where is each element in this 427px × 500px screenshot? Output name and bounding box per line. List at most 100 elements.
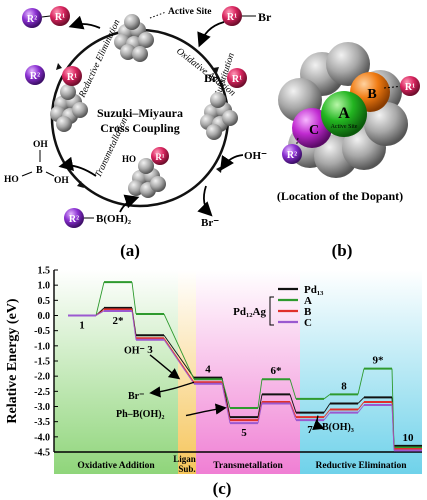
level-connector: [163, 337, 195, 383]
panel-b-caption: (Location of the Dopant): [277, 189, 403, 203]
r1-br-ball: [222, 6, 242, 26]
state-label: 4: [205, 364, 211, 376]
phase-label-3: Reductive Elimination: [315, 461, 407, 471]
r1-br-text: R¹: [227, 12, 237, 23]
y-tick-label: -3.5: [34, 417, 50, 428]
phase-band-3: [300, 270, 422, 474]
level-connector: [163, 313, 195, 380]
r1-text: R¹: [55, 12, 65, 23]
cluster-left: [50, 84, 88, 132]
oh-minus-a: OH⁻: [244, 150, 267, 162]
panel-c-label: (c): [213, 479, 232, 498]
boron-ho: HO: [4, 175, 19, 185]
br-text: Br: [258, 10, 272, 24]
level-connector: [289, 401, 297, 418]
level-connector: [289, 394, 297, 413]
panel-b-label: (b): [332, 241, 353, 260]
panel-b-r1-text: R¹: [405, 82, 415, 93]
r1-bottom-text: R¹: [155, 152, 164, 162]
phase-label-1: Ligand: [173, 454, 201, 464]
ph-boh2-annotation: Ph–B(OH)₂: [116, 409, 165, 420]
boron-oh-top: OH: [33, 140, 48, 150]
state-label: 3: [147, 344, 153, 356]
y-tick-label: -2.0: [34, 372, 50, 383]
state-label: 6*: [271, 365, 283, 377]
cycle-title-2: Cross Coupling: [100, 121, 179, 135]
br-on-cluster: Br: [204, 71, 218, 85]
y-tick-label: -2.5: [34, 387, 50, 398]
r1-cluster-right-text: R¹: [232, 74, 242, 85]
b-oh3-annotation: B(OH)₃: [322, 422, 354, 433]
r2-text: R²: [27, 14, 37, 25]
phase-band-0: [54, 270, 178, 474]
state-label: 1: [79, 320, 85, 332]
site-a-ball: [321, 91, 367, 137]
y-axis-label: Relative Energy (eV): [5, 298, 20, 424]
y-tick-label: 1.5: [38, 266, 51, 277]
level-connector: [391, 404, 395, 451]
phase-band-2: [196, 270, 300, 474]
level-connector: [221, 379, 231, 409]
legend-label: B: [304, 306, 312, 318]
site-c-label: C: [309, 123, 319, 138]
level-connector: [257, 403, 263, 424]
energy-profile-chart: Oxidative AdditionLigandSub.Transmetalla…: [5, 266, 422, 498]
site-b-label: B: [367, 87, 376, 102]
state-label: 9*: [373, 355, 385, 367]
br-minus-annotation: Br⁻: [128, 391, 144, 402]
y-tick-label: -4.5: [34, 448, 50, 459]
cycle-title-1: Suzuki–Miyaura: [97, 106, 183, 120]
legend-label: Pd₁₃: [304, 284, 324, 296]
level-connector: [257, 379, 263, 409]
level-connector: [131, 310, 137, 340]
level-connector: [357, 401, 365, 410]
state-label: 2*: [113, 315, 125, 327]
cluster-right: [200, 92, 238, 140]
dopant-location-diagram: B C A Active Site R¹ R² (Location of the…: [277, 42, 420, 260]
state-label: 8: [341, 380, 347, 392]
y-tick-label: 0.0: [38, 311, 51, 322]
r2-left-text: R²: [30, 71, 40, 82]
series-3: [68, 309, 422, 452]
cluster-bottom: [128, 158, 166, 198]
level-connector: [95, 282, 105, 316]
y-tick-label: -1.0: [34, 341, 50, 352]
r1-left-ball: [62, 66, 82, 86]
boron-b: B: [36, 165, 43, 176]
catalytic-cycle-diagram: Suzuki–Miyaura Cross Coupling Oxidative …: [4, 6, 272, 260]
level-connector: [357, 397, 365, 404]
r2-boh2-ball: [64, 208, 84, 228]
panel-b-r2-text: R²: [287, 150, 297, 161]
legend-group-label: Pd₁₂Ag: [233, 306, 266, 318]
r1-ball: [50, 6, 70, 26]
r1-left-text: R¹: [67, 72, 77, 83]
level-connector: [257, 394, 263, 418]
step-reductive-elimination: Reductive Elimination: [77, 18, 122, 100]
y-tick-label: -0.5: [34, 326, 50, 337]
state-label: 7: [307, 424, 313, 436]
oh-minus-annotation: OH⁻: [124, 345, 145, 356]
level-connector: [289, 379, 297, 400]
level-connector: [95, 310, 105, 316]
panel-a-label: (a): [120, 241, 140, 260]
legend-label: A: [304, 295, 312, 307]
level-connector: [323, 409, 331, 418]
level-connector: [289, 403, 297, 421]
panel-b-r2-ball: [282, 144, 302, 164]
level-connector: [163, 334, 195, 378]
level-connector: [221, 383, 231, 424]
y-tick-label: 0.5: [38, 296, 51, 307]
level-connector: [163, 339, 195, 385]
legend-label: C: [304, 317, 312, 329]
level-connector: [323, 394, 331, 400]
state-label: 10: [403, 432, 415, 444]
r1-bottom-ball: [151, 147, 169, 165]
level-connector: [357, 368, 365, 395]
panel-b-r1-ball: [400, 76, 420, 96]
r2-left-ball: [25, 65, 45, 85]
r2-ball: [22, 8, 42, 28]
phase-label-1-b: Sub.: [178, 464, 195, 474]
r2-boh2-text: R²: [69, 214, 79, 225]
y-tick-label: -4.0: [34, 432, 50, 443]
